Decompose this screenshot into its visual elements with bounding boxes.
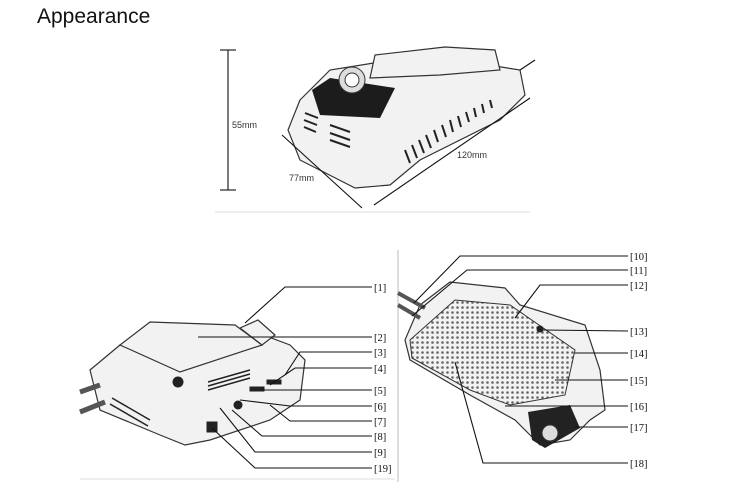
callout-4: [4] (374, 364, 386, 375)
callout-8: [8] (374, 432, 386, 443)
callout-10: [10] (630, 252, 648, 263)
height-dimension-label: 55mm (232, 120, 257, 130)
bottom-view-leaders (411, 255, 629, 464)
callout-16: [16] (630, 402, 648, 413)
callout-13: [13] (630, 327, 648, 338)
rear-view-leaders (198, 286, 372, 469)
callout-7: [7] (374, 417, 386, 428)
callout-5: [5] (374, 386, 386, 397)
bottom-view-callouts: [10] [11] [12] [13] [14] [15] [16] [17] … (630, 252, 648, 470)
callout-3: [3] (374, 348, 386, 359)
callout-9: [9] (374, 448, 386, 459)
rear-view-drawing (79, 319, 306, 446)
callout-17: [17] (630, 423, 648, 434)
section-heading: Appearance (37, 5, 151, 28)
bottom-view-drawing (396, 281, 606, 448)
callout-19: [19] (374, 464, 392, 475)
rear-view-callouts: [1] [2] [3] [4] [5] [6] [7] [8] [9] [19] (374, 283, 392, 475)
callout-1: [1] (374, 283, 386, 294)
callout-2: [2] (374, 333, 386, 344)
callout-14: [14] (630, 349, 648, 360)
callout-6: [6] (374, 402, 386, 413)
callout-12: [12] (630, 281, 648, 292)
callout-15: [15] (630, 376, 648, 387)
width-dimension-label: 77mm (289, 173, 314, 183)
length-dimension-label: 120mm (457, 150, 487, 160)
dimension-drawing: 55mm 77mm 120mm (215, 46, 536, 213)
callout-18: [18] (630, 459, 648, 470)
callout-11: [11] (630, 266, 647, 277)
